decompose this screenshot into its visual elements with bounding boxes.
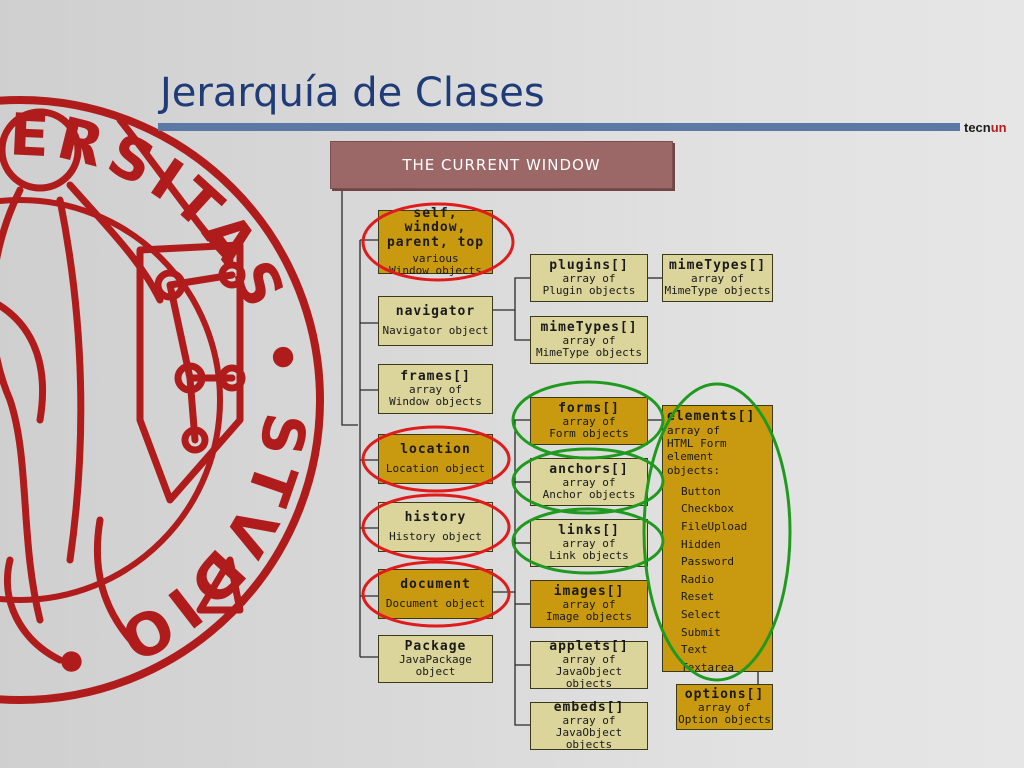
node-options-desc1: array of (698, 701, 751, 715)
node-mimetypes-navigator: mimeTypes[] array of MimeType objects (530, 316, 648, 364)
brand-logo-part1: tecn (964, 120, 991, 135)
node-frames-name: frames[] (400, 368, 471, 384)
node-links-desc2: Link objects (549, 549, 629, 563)
node-location-name: location (400, 441, 471, 457)
brand-logo-part2: un (990, 120, 1007, 135)
element-type-item: Submit (681, 625, 721, 639)
element-type-item: Text (681, 643, 708, 657)
element-type-item: Select (681, 607, 721, 621)
node-document-desc: Document object (385, 597, 486, 611)
node-mimetypes-plugin-desc2: MimeType objects (664, 284, 771, 298)
node-forms-name: forms[] (558, 400, 620, 416)
node-location: location Location object (378, 434, 493, 484)
node-navigator-name: navigator (395, 303, 476, 319)
node-location-desc: Location object (385, 462, 486, 476)
node-navigator: navigator Navigator object (378, 296, 493, 346)
node-options: options[] array of Option objects (676, 684, 773, 730)
element-type-item: Hidden (681, 537, 721, 551)
node-anchors-name: anchors[] (549, 461, 629, 477)
node-embeds: embeds[] array of JavaObject objects (530, 699, 648, 752)
node-self-window-desc2: Window objects (389, 263, 482, 277)
node-package-name: Package (404, 638, 467, 654)
node-mimetypes-navigator-desc1: array of (562, 334, 616, 348)
node-package-desc2: object (415, 665, 456, 679)
node-embeds-desc2: JavaObject objects (555, 726, 623, 752)
node-mimetypes-navigator-name: mimeTypes[] (540, 319, 638, 335)
node-options-desc2: Option objects (678, 713, 771, 727)
slide-title: Jerarquía de Clases (160, 70, 545, 116)
element-type-item: Radio (681, 572, 715, 586)
node-self-window-name-line1: self, window, (404, 205, 467, 236)
seal-emblem: S • VNIVERSITAS • STVDIO • (0, 96, 324, 704)
node-frames-desc2: Window objects (389, 395, 482, 409)
node-applets-name: applets[] (549, 638, 629, 654)
node-forms-desc2: Form objects (549, 427, 629, 441)
node-mimetypes-plugin-desc1: array of (691, 272, 744, 286)
node-applets: applets[] array of JavaObject objects (530, 638, 648, 691)
node-applets-desc1: array of (562, 653, 616, 667)
element-type-item: Button (681, 484, 721, 498)
node-options-name: options[] (684, 686, 765, 702)
node-embeds-desc1: array of (562, 714, 616, 728)
node-mimetypes-plugin: mimeTypes[] array of MimeType objects (662, 254, 773, 302)
node-plugins-desc1: array of (562, 272, 616, 286)
title-underline (158, 123, 960, 131)
node-plugins-name: plugins[] (549, 257, 629, 273)
node-frames-desc1: array of (409, 383, 462, 397)
node-elements-desc1: array of (667, 424, 720, 437)
node-plugins-desc2: Plugin objects (542, 284, 636, 298)
node-document-name: document (400, 576, 471, 592)
node-elements-name: elements[] (667, 409, 756, 424)
node-images-desc2: Image objects (545, 610, 633, 624)
university-seal: S • VNIVERSITAS • STVDIO • (0, 96, 324, 704)
node-elements-desc3: element objects: (667, 450, 720, 477)
node-history-desc: History object (389, 530, 482, 544)
node-links-name: links[] (558, 522, 620, 538)
node-package-desc1: JavaPackage (399, 653, 472, 667)
root-node-current-window: THE CURRENT WINDOW (330, 141, 673, 189)
node-mimetypes-navigator-desc2: MimeType objects (536, 346, 642, 360)
node-elements-desc2: HTML Form (667, 437, 727, 451)
node-forms: forms[] array of Form objects (530, 397, 648, 445)
node-anchors: anchors[] array of Anchor objects (530, 458, 648, 506)
node-document: document Document object (378, 569, 493, 619)
node-self-window: self, window, parent, top various Window… (378, 205, 493, 277)
node-elements: elements[] array of HTML Form element ob… (662, 405, 773, 674)
node-plugins: plugins[] array of Plugin objects (530, 254, 648, 302)
node-anchors-desc2: Anchor objects (542, 488, 636, 502)
node-images-name: images[] (553, 583, 625, 599)
node-self-window-name-line2: parent, top (386, 234, 485, 250)
node-history: history History object (378, 502, 493, 552)
node-links: links[] array of Link objects (530, 519, 648, 567)
element-type-item: Textarea (681, 660, 734, 674)
element-type-item: Reset (681, 590, 715, 604)
node-embeds-name: embeds[] (553, 699, 625, 715)
node-applets-desc2: JavaObject objects (555, 665, 623, 691)
brand-logo: tecnun (964, 120, 1007, 135)
node-navigator-desc: Navigator object (382, 324, 489, 338)
node-mimetypes-plugin-name: mimeTypes[] (668, 257, 767, 273)
element-type-item: Password (681, 555, 734, 569)
element-type-item: FileUpload (681, 519, 748, 533)
node-images: images[] array of Image objects (530, 580, 648, 628)
node-history-name: history (404, 509, 467, 525)
node-package: Package JavaPackage object (378, 635, 493, 683)
element-type-item: Checkbox (681, 502, 734, 516)
element-types-list: Button Checkbox FileUpload Hidden Passwo… (667, 483, 768, 677)
node-images-desc1: array of (562, 598, 616, 612)
node-frames: frames[] array of Window objects (378, 364, 493, 414)
